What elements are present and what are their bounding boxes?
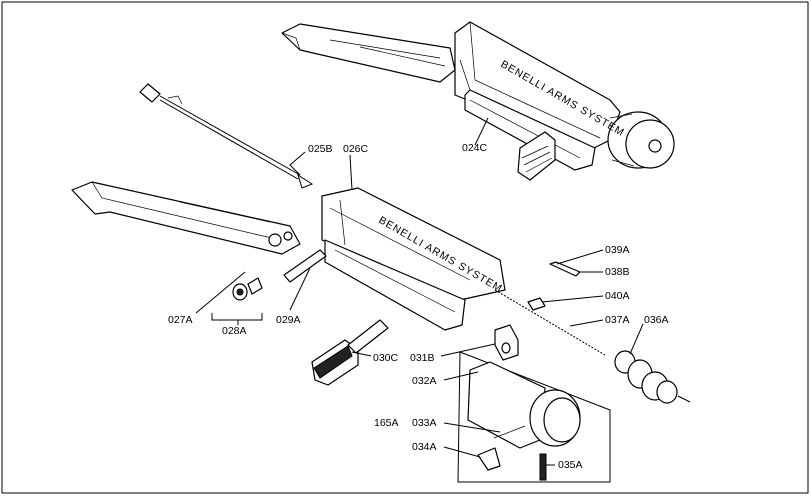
label-036a: 036A [644, 314, 669, 326]
label-030c: 030C [373, 352, 399, 364]
label-034a: 034A [412, 441, 437, 453]
label-032a: 032A [412, 375, 437, 387]
bolt-head-detail-box [457, 324, 611, 483]
label-038b: 038B [605, 266, 630, 278]
label-027a: 027A [168, 314, 193, 326]
label-024c: 024C [462, 142, 488, 154]
label-165a: 165A [374, 417, 399, 429]
label-025b: 025B [308, 143, 333, 155]
label-029a: 029A [276, 314, 301, 326]
part-labels: 024C 025B 026C 027A 028A 029A 030C 031B … [168, 142, 669, 471]
label-039a: 039A [605, 244, 630, 256]
lower-bolt-carrier-assembly: BENELLI ARMS SYSTEM [71, 83, 691, 404]
upper-bolt-carrier-assembly: BENELLI ARMS SYSTEM [281, 21, 675, 181]
label-037a: 037A [605, 314, 630, 326]
label-035a: 035A [558, 459, 583, 471]
leader-lines [195, 117, 644, 466]
label-040a: 040A [605, 290, 630, 302]
label-031b: 031B [410, 352, 435, 364]
label-028a: 028A [222, 325, 247, 337]
label-026c: 026C [343, 143, 369, 155]
label-033a: 033A [412, 417, 437, 429]
